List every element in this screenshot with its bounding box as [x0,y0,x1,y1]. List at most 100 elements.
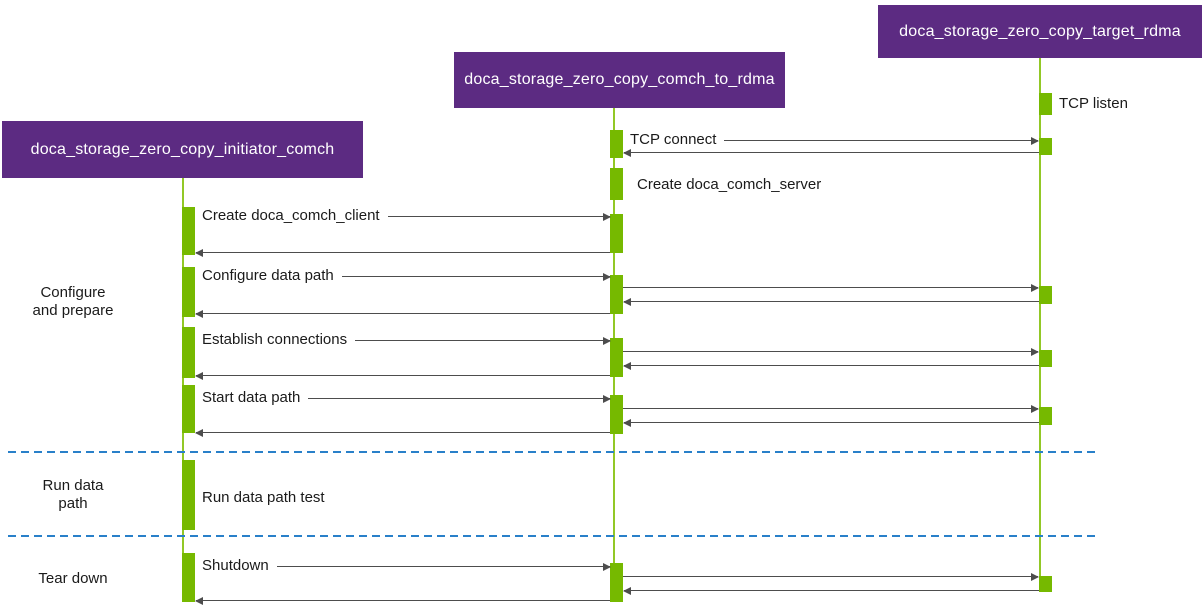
return-arrow-establish-conn [195,365,610,385]
participant-header-target-rdma: doca_storage_zero_copy_target_rdma [878,5,1202,58]
arrowhead-right-icon [603,212,611,221]
arrow-shaft [195,276,610,277]
phase-label-run-data-path: Run data path [42,477,104,512]
arrowhead-right-icon [1031,572,1039,581]
activation-initiator-create-client [182,207,195,255]
arrowhead-right-icon [1031,404,1039,413]
participant-header-comch-to-rdma: doca_storage_zero_copy_comch_to_rdma [454,52,785,108]
arrowhead-right-icon [603,336,611,345]
arrowhead-left-icon [623,297,631,306]
arrow-shaft [624,152,1039,153]
arrow-shaft [623,408,1038,409]
arrowhead-right-icon [1031,347,1039,356]
message-arrow-configure-path: Configure data path [195,266,611,286]
arrowhead-right-icon [1031,136,1039,145]
message-label-create-client: Create doca_comch_client [195,206,388,226]
lifeline-target-rdma [1039,58,1041,592]
message-label-run-test: Run data path test [202,489,325,506]
phase-label-configure-and-prepare: Configure and prepare [32,284,114,319]
arrow-shaft [623,140,1038,141]
arrowhead-right-icon [603,272,611,281]
participant-label-comch-to-rdma: doca_storage_zero_copy_comch_to_rdma [464,71,775,88]
message-label-tcp-listen: TCP listen [1059,95,1128,112]
arrow-shaft [624,590,1039,591]
message-arrow-start-path: Start data path [195,388,611,408]
return-arrow-target-configure-path [623,291,1039,311]
message-arrow-establish-conn: Establish connections [195,330,611,350]
participant-label-target-rdma: doca_storage_zero_copy_target_rdma [899,22,1181,40]
message-arrow-tcp-connect: TCP connect [623,130,1039,150]
phase-separator-1 [8,451,1098,453]
forward-arrow-configure-path [623,277,1039,297]
arrow-shaft [623,576,1038,577]
arrow-shaft [195,216,610,217]
message-label-start-path: Start data path [195,388,309,408]
activation-comch-create-client [610,214,623,253]
participant-header-initiator: doca_storage_zero_copy_initiator_comch [2,121,363,178]
arrow-shaft [624,301,1039,302]
arrow-shaft [195,340,610,341]
arrow-shaft [195,566,610,567]
arrowhead-right-icon [603,562,611,571]
return-arrow-create-client [195,242,610,262]
activation-target-tcp-connect [1039,138,1052,155]
activation-target-configure-path [1039,286,1052,304]
return-arrow-start-path [195,422,610,442]
arrowhead-left-icon [623,586,631,595]
arrowhead-left-icon [623,148,631,157]
arrowhead-right-icon [1031,283,1039,292]
activation-initiator-configure-path [182,267,195,317]
forward-arrow-establish-conn [623,341,1039,361]
message-label-shutdown: Shutdown [195,556,277,576]
message-label-configure-path: Configure data path [195,266,342,286]
message-label-create-server: Create doca_comch_server [637,176,822,193]
arrowhead-left-icon [623,361,631,370]
phase-label-tear-down: Tear down [38,570,108,587]
arrowhead-left-icon [195,309,203,318]
arrow-shaft [624,365,1039,366]
arrow-shaft [196,600,610,601]
forward-arrow-start-path [623,398,1039,418]
activation-target-tcp-listen [1039,93,1052,115]
arrow-shaft [623,351,1038,352]
arrow-shaft [196,313,610,314]
forward-arrow-shutdown [623,566,1039,586]
arrowhead-left-icon [195,428,203,437]
activation-initiator-establish-conn [182,327,195,378]
arrowhead-left-icon [195,371,203,380]
arrowhead-left-icon [195,248,203,257]
return-arrow-configure-path [195,303,610,323]
return-arrow-shutdown [195,590,610,608]
return-arrow-tcp-connect [623,142,1039,162]
activation-comch-establish-conn [610,338,623,377]
arrowhead-right-icon [603,394,611,403]
participant-label-initiator: doca_storage_zero_copy_initiator_comch [30,140,335,158]
activation-target-start-path [1039,407,1052,425]
return-arrow-target-establish-conn [623,355,1039,375]
arrowhead-left-icon [195,596,203,605]
activation-target-establish-conn [1039,350,1052,367]
return-arrow-target-start-path [623,412,1039,432]
return-arrow-target-shutdown [623,580,1039,600]
activation-target-shutdown [1039,576,1052,592]
activation-initiator-shutdown [182,553,195,602]
activation-comch-tcp-connect [610,130,623,158]
arrow-shaft [196,432,610,433]
activation-initiator-start-path [182,385,195,433]
message-label-establish-conn: Establish connections [195,330,356,350]
arrow-shaft [624,422,1039,423]
activation-comch-start-path [610,395,623,434]
message-arrow-create-client: Create doca_comch_client [195,206,611,226]
arrow-shaft [196,252,610,253]
message-label-tcp-connect: TCP connect [623,130,725,150]
message-arrow-shutdown: Shutdown [195,556,611,576]
arrow-shaft [196,375,610,376]
activation-comch-shutdown [610,563,623,602]
activation-comch-create-server [610,168,623,200]
activation-comch-configure-path [610,275,623,314]
phase-separator-2 [8,535,1098,537]
arrow-shaft [195,398,610,399]
arrowhead-left-icon [623,418,631,427]
arrow-shaft [623,287,1038,288]
